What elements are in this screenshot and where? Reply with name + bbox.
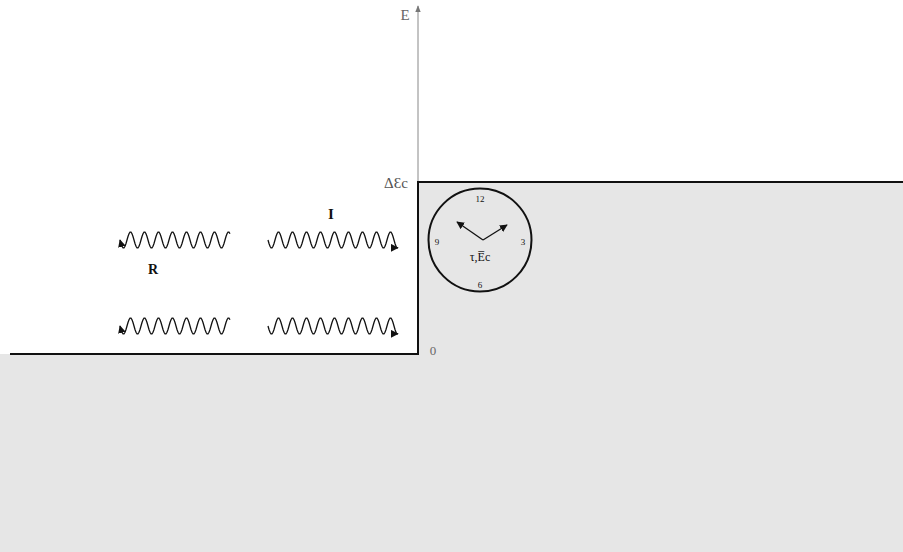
wave-group [120, 232, 398, 334]
clock-hand [457, 222, 483, 240]
barrier-height-label: ΔƐc [384, 176, 408, 191]
reflected-wave [120, 232, 230, 248]
left-region [0, 354, 419, 552]
clock-number: 9 [435, 238, 440, 247]
time-energy-label: τ,E̅c [470, 251, 490, 263]
clock-number: 3 [521, 238, 526, 247]
zero-label: 0 [430, 344, 437, 357]
incident-label: I [328, 207, 334, 222]
incident-wave [268, 232, 398, 248]
clock-circle: 12 3 9 6 τ,E̅c [427, 187, 533, 293]
incident-wave [268, 318, 398, 334]
barrier-region [418, 182, 903, 552]
potential-profile [10, 182, 903, 354]
reflected-label: R [148, 263, 158, 277]
clock-outline [429, 189, 532, 292]
clock-number: 12 [476, 195, 485, 204]
clock-hand [483, 225, 507, 240]
clock-number: 6 [478, 281, 483, 290]
reflected-wave [120, 318, 230, 334]
axis-label: E [400, 8, 409, 23]
